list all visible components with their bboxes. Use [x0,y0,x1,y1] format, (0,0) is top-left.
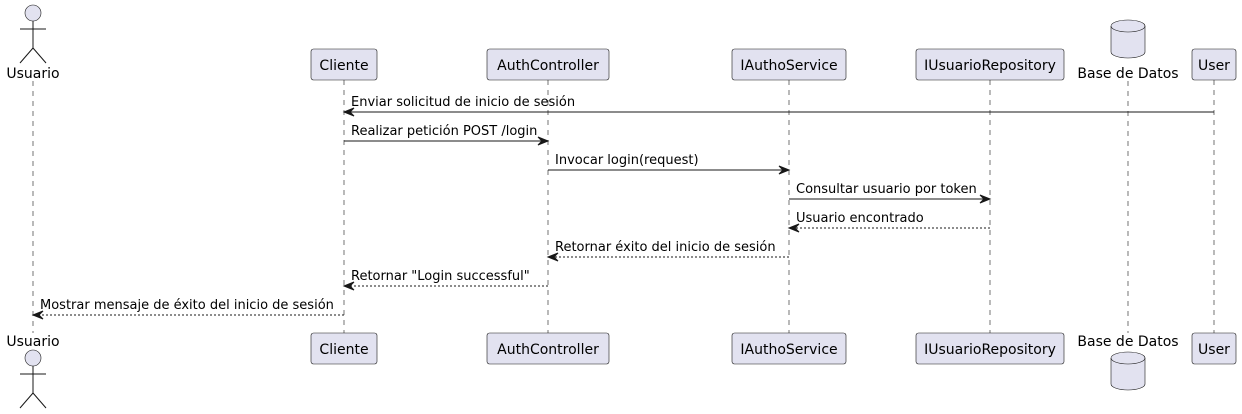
message-arrowhead [979,194,992,204]
message-label: Invocar login(request) [555,153,699,168]
usuario-label-top: Usuario [6,66,59,82]
user-box-top [1191,48,1237,81]
message-2: Realizar petición POST /login [344,124,550,146]
usuario-actor-leg-right-bottom [32,392,47,409]
message-arrowhead [787,223,800,233]
message-label: Realizar petición POST /login [351,124,537,139]
usuario-actor-head-top [24,4,42,22]
message-label: Enviar solicitud de inicio de sesión [351,95,575,110]
participants: UsuarioUsuarioClienteClienteAuthControll… [6,4,1237,409]
message-label: Mostrar mensaje de éxito del inicio de s… [40,298,334,313]
usuario-label-bottom: Usuario [6,334,59,350]
basededatos-database-rim-bottom [1110,357,1146,365]
user-label-bottom: User [1198,342,1230,358]
message-label: Retornar éxito del inicio de sesión [555,240,776,255]
cliente-label-bottom: Cliente [319,342,368,358]
message-label: Retornar "Login successful" [351,269,530,284]
message-label: Usuario encontrado [796,211,924,226]
authcontroller-label-top: AuthController [497,58,599,74]
usuario-actor-leg-right-top [32,47,47,64]
iusuariorepository-box-top [915,48,1065,81]
iauthoservice-box-top [731,48,847,81]
iusuariorepository-box-bottom [915,332,1065,365]
basededatos-database-icon-top [1110,19,1146,59]
usuario-actor-head-bottom [24,349,42,367]
message-arrowhead [342,281,355,291]
iauthoservice-box-bottom [731,332,847,365]
message-arrowhead [778,165,791,175]
iusuariorepository-label-top: IUsuarioRepository [924,58,1056,74]
cliente-box-bottom [310,332,378,365]
basededatos-database-icon-bottom [1110,351,1146,391]
iauthoservice-label-bottom: IAuthoService [740,342,837,358]
message-5: Usuario encontrado [787,211,990,233]
message-4: Consultar usuario por token [789,182,992,204]
message-1: Enviar solicitud de inicio de sesión [342,95,1214,117]
iusuariorepository-label-bottom: IUsuarioRepository [924,342,1056,358]
cliente-label-top: Cliente [319,58,368,74]
message-arrowhead [546,252,559,262]
messages: Enviar solicitud de inicio de sesiónReal… [31,95,1214,320]
basededatos-label-bottom: Base de Datos [1077,334,1178,350]
message-arrowhead [31,310,44,320]
user-label-top: User [1198,58,1230,74]
basededatos-label-top: Base de Datos [1077,66,1178,82]
message-label: Consultar usuario por token [796,182,977,197]
authcontroller-box-bottom [486,332,610,365]
authcontroller-box-top [486,48,610,81]
lifelines [32,80,1215,333]
authcontroller-label-bottom: AuthController [497,342,599,358]
message-6: Retornar éxito del inicio de sesión [546,240,789,262]
cliente-box-top [310,48,378,81]
user-box-bottom [1191,332,1237,365]
message-arrowhead [342,107,355,117]
usuario-actor-leg-left-top [19,47,34,64]
message-3: Invocar login(request) [548,153,791,175]
iauthoservice-label-top: IAuthoService [740,58,837,74]
message-8: Mostrar mensaje de éxito del inicio de s… [31,298,344,320]
message-7: Retornar "Login successful" [342,269,548,291]
message-arrowhead [537,136,550,146]
usuario-actor-leg-left-bottom [19,392,34,409]
basededatos-database-rim-top [1110,25,1146,33]
